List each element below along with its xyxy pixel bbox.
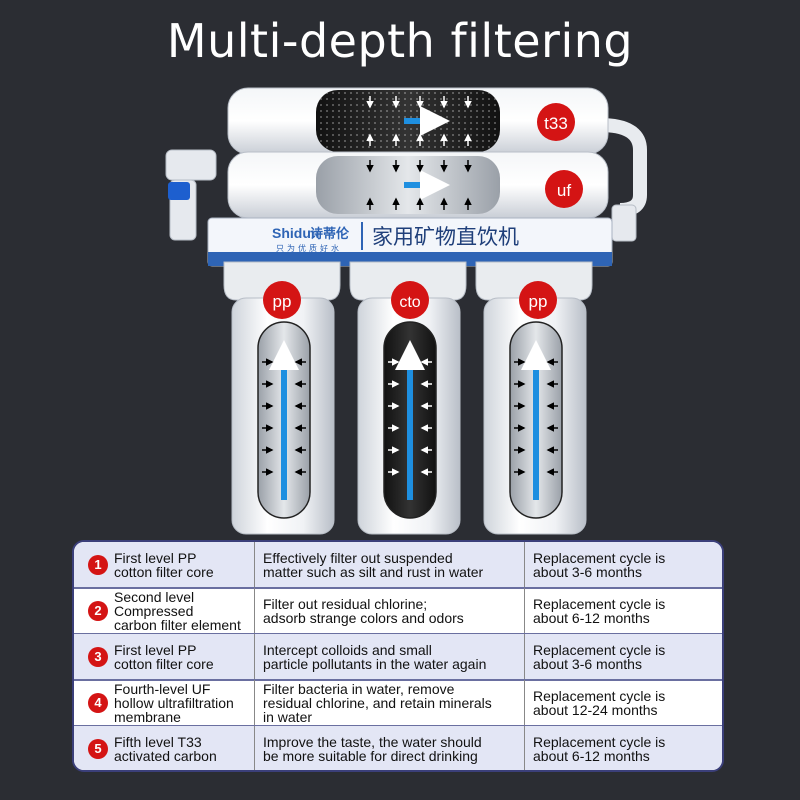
table-row: 5 Fifth level T33 activated carbon Impro… (74, 726, 722, 770)
stage-number-badge: 5 (88, 739, 108, 759)
stage-name-text: First level PP cotton filter core (114, 642, 214, 672)
row-divider (74, 633, 722, 635)
t33-badge (537, 103, 575, 141)
stage-name: 2 Second level Compressed carbon filter … (74, 588, 254, 634)
brand-slogan: 只为优质好水 (276, 243, 342, 253)
stage-function: Filter out residual chlorine; adsorb str… (254, 588, 524, 634)
stage-name-text: Fifth level T33 activated carbon (114, 734, 217, 764)
stage-name-text: Second level Compressed carbon filter el… (114, 589, 241, 633)
water-purifier-illustration: t33 uf Shidun 诗蒂伦 只为优质好水 家用矿物直饮机 (165, 87, 647, 535)
stage-number-badge: 1 (88, 555, 108, 575)
t33-filter (227, 87, 609, 155)
replacement-cycle: Replacement cycle is about 12-24 months (524, 680, 722, 726)
table-row: 3 First level PP cotton filter core Inte… (74, 634, 722, 680)
stage-function: Filter bacteria in water, remove residua… (254, 680, 524, 726)
pp-label-2: pp (529, 292, 548, 311)
cto-badge (391, 281, 429, 319)
cartridge-1-arrows (262, 358, 306, 476)
pp-badge-1 (263, 281, 301, 319)
stage-name: 1 First level PP cotton filter core (74, 542, 254, 588)
stage-number-badge: 2 (88, 601, 108, 621)
product-name: 家用矿物直饮机 (372, 225, 519, 249)
row-divider (74, 679, 722, 681)
t33-inflow-arrows (366, 96, 472, 146)
row-divider (74, 725, 722, 727)
filter-stage-table: 1 First level PP cotton filter core Effe… (72, 540, 724, 772)
cartridge-2-arrows (388, 358, 432, 476)
stage-name-text: First level PP cotton filter core (114, 550, 214, 580)
cartridge-3-arrows (514, 358, 558, 476)
stage-name: 5 Fifth level T33 activated carbon (74, 726, 254, 770)
t33-label: t33 (544, 114, 568, 133)
stage-function: Effectively filter out suspended matter … (254, 542, 524, 588)
replacement-cycle: Replacement cycle is about 6-12 months (524, 588, 722, 634)
stage-name-text: Fourth-level UF hollow ultrafiltration m… (114, 681, 234, 725)
replacement-cycle: Replacement cycle is about 3-6 months (524, 542, 722, 588)
table-row: 4 Fourth-level UF hollow ultrafiltration… (74, 680, 722, 726)
stage-function: Improve the taste, the water should be m… (254, 726, 524, 770)
table-row: 1 First level PP cotton filter core Effe… (74, 542, 722, 588)
brand-cn: 诗蒂伦 (310, 226, 350, 242)
stage-number-badge: 3 (88, 647, 108, 667)
brand-latin: Shidun (272, 225, 319, 241)
page-title: Multi-depth filtering (166, 14, 634, 68)
uf-label: uf (557, 181, 571, 200)
pp-badge-2 (519, 281, 557, 319)
replacement-cycle: Replacement cycle is about 3-6 months (524, 634, 722, 680)
stage-number-badge: 4 (88, 693, 108, 713)
uf-filter (227, 151, 609, 219)
uf-inflow-arrows (366, 160, 472, 210)
stage-function: Intercept colloids and small particle po… (254, 634, 524, 680)
cto-label: cto (399, 294, 420, 311)
row-divider (74, 587, 722, 589)
stage-name: 3 First level PP cotton filter core (74, 634, 254, 680)
replacement-cycle: Replacement cycle is about 6-12 months (524, 726, 722, 770)
cartridge-3 (475, 261, 593, 535)
table-row: 2 Second level Compressed carbon filter … (74, 588, 722, 634)
pp-label-1: pp (273, 292, 292, 311)
uf-badge (545, 170, 583, 208)
stage-name: 4 Fourth-level UF hollow ultrafiltration… (74, 680, 254, 726)
